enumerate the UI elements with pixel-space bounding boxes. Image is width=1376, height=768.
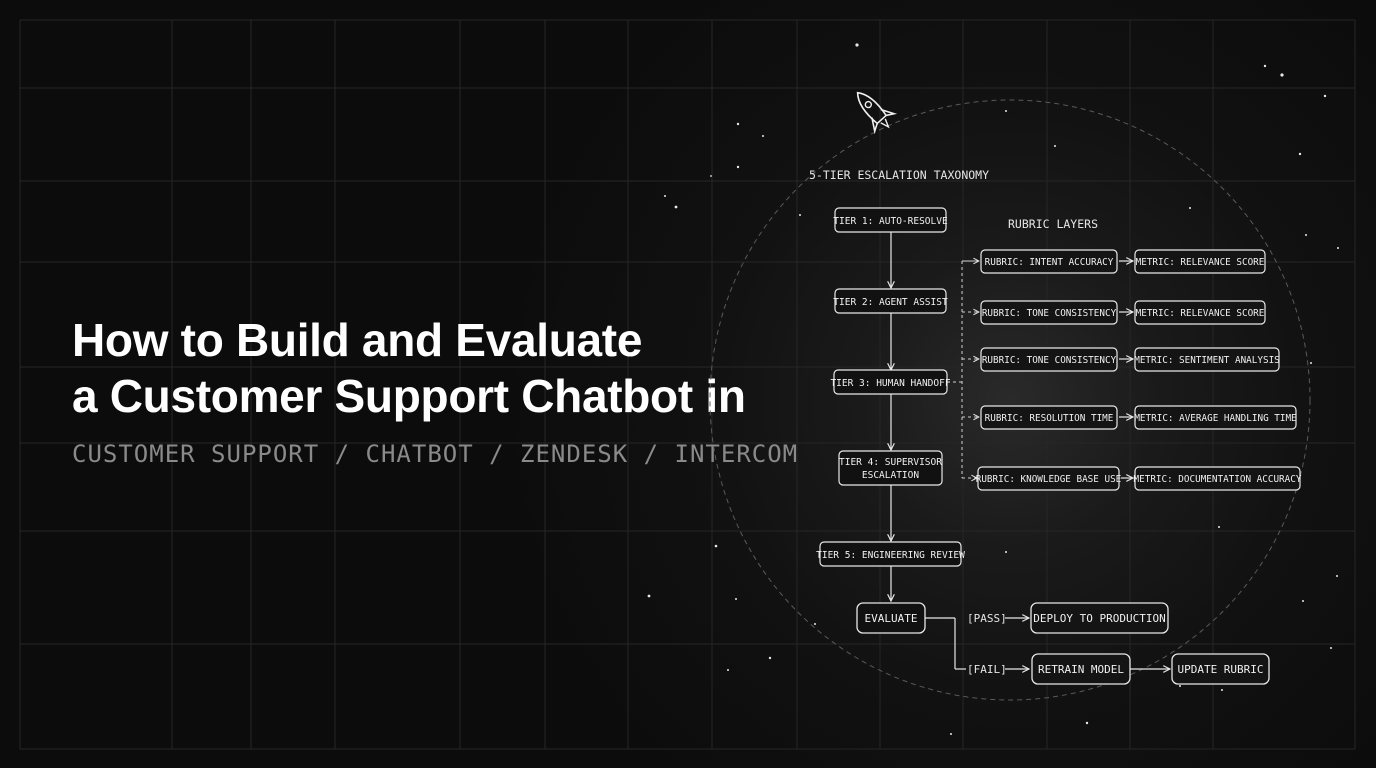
- star: [855, 43, 859, 47]
- evaluate-branches: [925, 618, 1170, 669]
- star: [768, 656, 772, 660]
- star: [714, 544, 718, 548]
- title-line-2: a Customer Support Chatbot in: [72, 370, 746, 422]
- rubric-metric-connectors: [1119, 261, 1133, 478]
- update-rubric-node: UPDATE RUBRIC: [1171, 653, 1270, 685]
- rocket-icon: [856, 91, 898, 135]
- rubric-label: RUBRIC: TONE CONSISTENCY: [982, 355, 1117, 366]
- metric-node: METRIC: RELEVANCE SCORE: [1134, 300, 1266, 325]
- metric-node: METRIC: AVERAGE HANDLING TIME: [1134, 405, 1297, 430]
- title-block: How to Build and Evaluate a Customer Sup…: [72, 312, 832, 424]
- tag-list: CUSTOMER SUPPORT / CHATBOT / ZENDESK / I…: [72, 440, 799, 468]
- star: [736, 165, 740, 169]
- retrain-label: RETRAIN MODEL: [1038, 663, 1124, 676]
- star: [1336, 575, 1338, 577]
- star: [710, 175, 712, 177]
- star: [1310, 362, 1312, 364]
- metric-node: METRIC: DOCUMENTATION ACCURACY: [1134, 466, 1302, 491]
- rubric-bus: [947, 261, 979, 478]
- star: [1280, 73, 1284, 77]
- star: [664, 195, 666, 197]
- tier-1-label: TIER 1: AUTO-RESOLVE: [833, 216, 948, 227]
- orbit-circle: [709, 99, 1311, 701]
- star: [727, 669, 729, 671]
- star-field: [647, 43, 1339, 735]
- star: [950, 733, 952, 735]
- star: [1054, 145, 1056, 147]
- tier-4-node: TIER 4: SUPERVISOR ESCALATION: [838, 450, 943, 486]
- star: [735, 598, 737, 600]
- tier-5-node: TIER 5: ENGINEERING REVIEW: [816, 541, 965, 567]
- fail-label: [FAIL]: [967, 663, 1007, 676]
- star: [674, 205, 678, 209]
- rubric-label: RUBRIC: RESOLUTION TIME: [985, 413, 1114, 424]
- tier-1-node: TIER 1: AUTO-RESOLVE: [833, 207, 948, 233]
- star: [1298, 152, 1302, 156]
- tier-3-label: TIER 3: HUMAN HANDOFF: [830, 378, 950, 389]
- metric-label: METRIC: RELEVANCE SCORE: [1136, 257, 1265, 268]
- evaluate-node: EVALUATE: [856, 602, 926, 634]
- tier-4-label-line-2: ESCALATION: [862, 470, 919, 481]
- retrain-node: RETRAIN MODEL: [1031, 653, 1131, 685]
- star: [1085, 721, 1089, 725]
- update-rubric-label: UPDATE RUBRIC: [1177, 663, 1263, 676]
- star: [736, 122, 740, 126]
- pass-label: [PASS]: [967, 612, 1007, 625]
- metric-label: METRIC: DOCUMENTATION ACCURACY: [1134, 474, 1302, 485]
- rubric-label: RUBRIC: KNOWLEDGE BASE USE: [976, 474, 1122, 485]
- star: [1005, 110, 1007, 112]
- star: [1218, 526, 1220, 528]
- tier-4-label-line-1: TIER 4: SUPERVISOR: [839, 457, 942, 468]
- rubric-label: RUBRIC: INTENT ACCURACY: [985, 257, 1114, 268]
- rubric-node: RUBRIC: INTENT ACCURACY: [980, 249, 1118, 274]
- tier-3-node: TIER 3: HUMAN HANDOFF: [830, 369, 951, 395]
- star: [1337, 247, 1339, 249]
- evaluate-label: EVALUATE: [865, 612, 918, 625]
- deploy-label: DEPLOY TO PRODUCTION: [1033, 612, 1165, 625]
- star: [1323, 94, 1327, 98]
- rubric-title: RUBRIC LAYERS: [1008, 217, 1098, 231]
- taxonomy-title: 5-TIER ESCALATION TAXONOMY: [809, 168, 989, 182]
- star: [1302, 600, 1304, 602]
- rubric-node: RUBRIC: RESOLUTION TIME: [980, 405, 1118, 430]
- rubric-node: RUBRIC: TONE CONSISTENCY: [980, 300, 1118, 325]
- star: [1330, 647, 1332, 649]
- star: [1263, 64, 1267, 68]
- metric-label: METRIC: RELEVANCE SCORE: [1136, 308, 1265, 319]
- rubric-label: RUBRIC: TONE CONSISTENCY: [982, 308, 1117, 319]
- star: [1189, 207, 1191, 209]
- metric-label: METRIC: AVERAGE HANDLING TIME: [1134, 413, 1296, 424]
- star: [1305, 234, 1307, 236]
- star: [1005, 551, 1007, 553]
- star: [799, 214, 801, 216]
- rubric-node: RUBRIC: TONE CONSISTENCY: [980, 347, 1118, 372]
- star: [762, 135, 764, 137]
- deploy-node: DEPLOY TO PRODUCTION: [1030, 602, 1169, 634]
- tier-2-node: TIER 2: AGENT ASSIST: [833, 288, 948, 314]
- star: [647, 594, 651, 598]
- metric-node: METRIC: RELEVANCE SCORE: [1134, 249, 1266, 274]
- star: [814, 623, 816, 625]
- rubric-node: RUBRIC: KNOWLEDGE BASE USE: [976, 466, 1122, 491]
- tier-2-label: TIER 2: AGENT ASSIST: [833, 297, 948, 308]
- metric-node: METRIC: SENTIMENT ANALYSIS: [1134, 347, 1280, 372]
- star: [1221, 689, 1223, 691]
- title-line-1: How to Build and Evaluate: [72, 314, 643, 366]
- star: [1179, 685, 1181, 687]
- tier-5-label: TIER 5: ENGINEERING REVIEW: [816, 550, 965, 561]
- metric-label: METRIC: SENTIMENT ANALYSIS: [1134, 355, 1280, 366]
